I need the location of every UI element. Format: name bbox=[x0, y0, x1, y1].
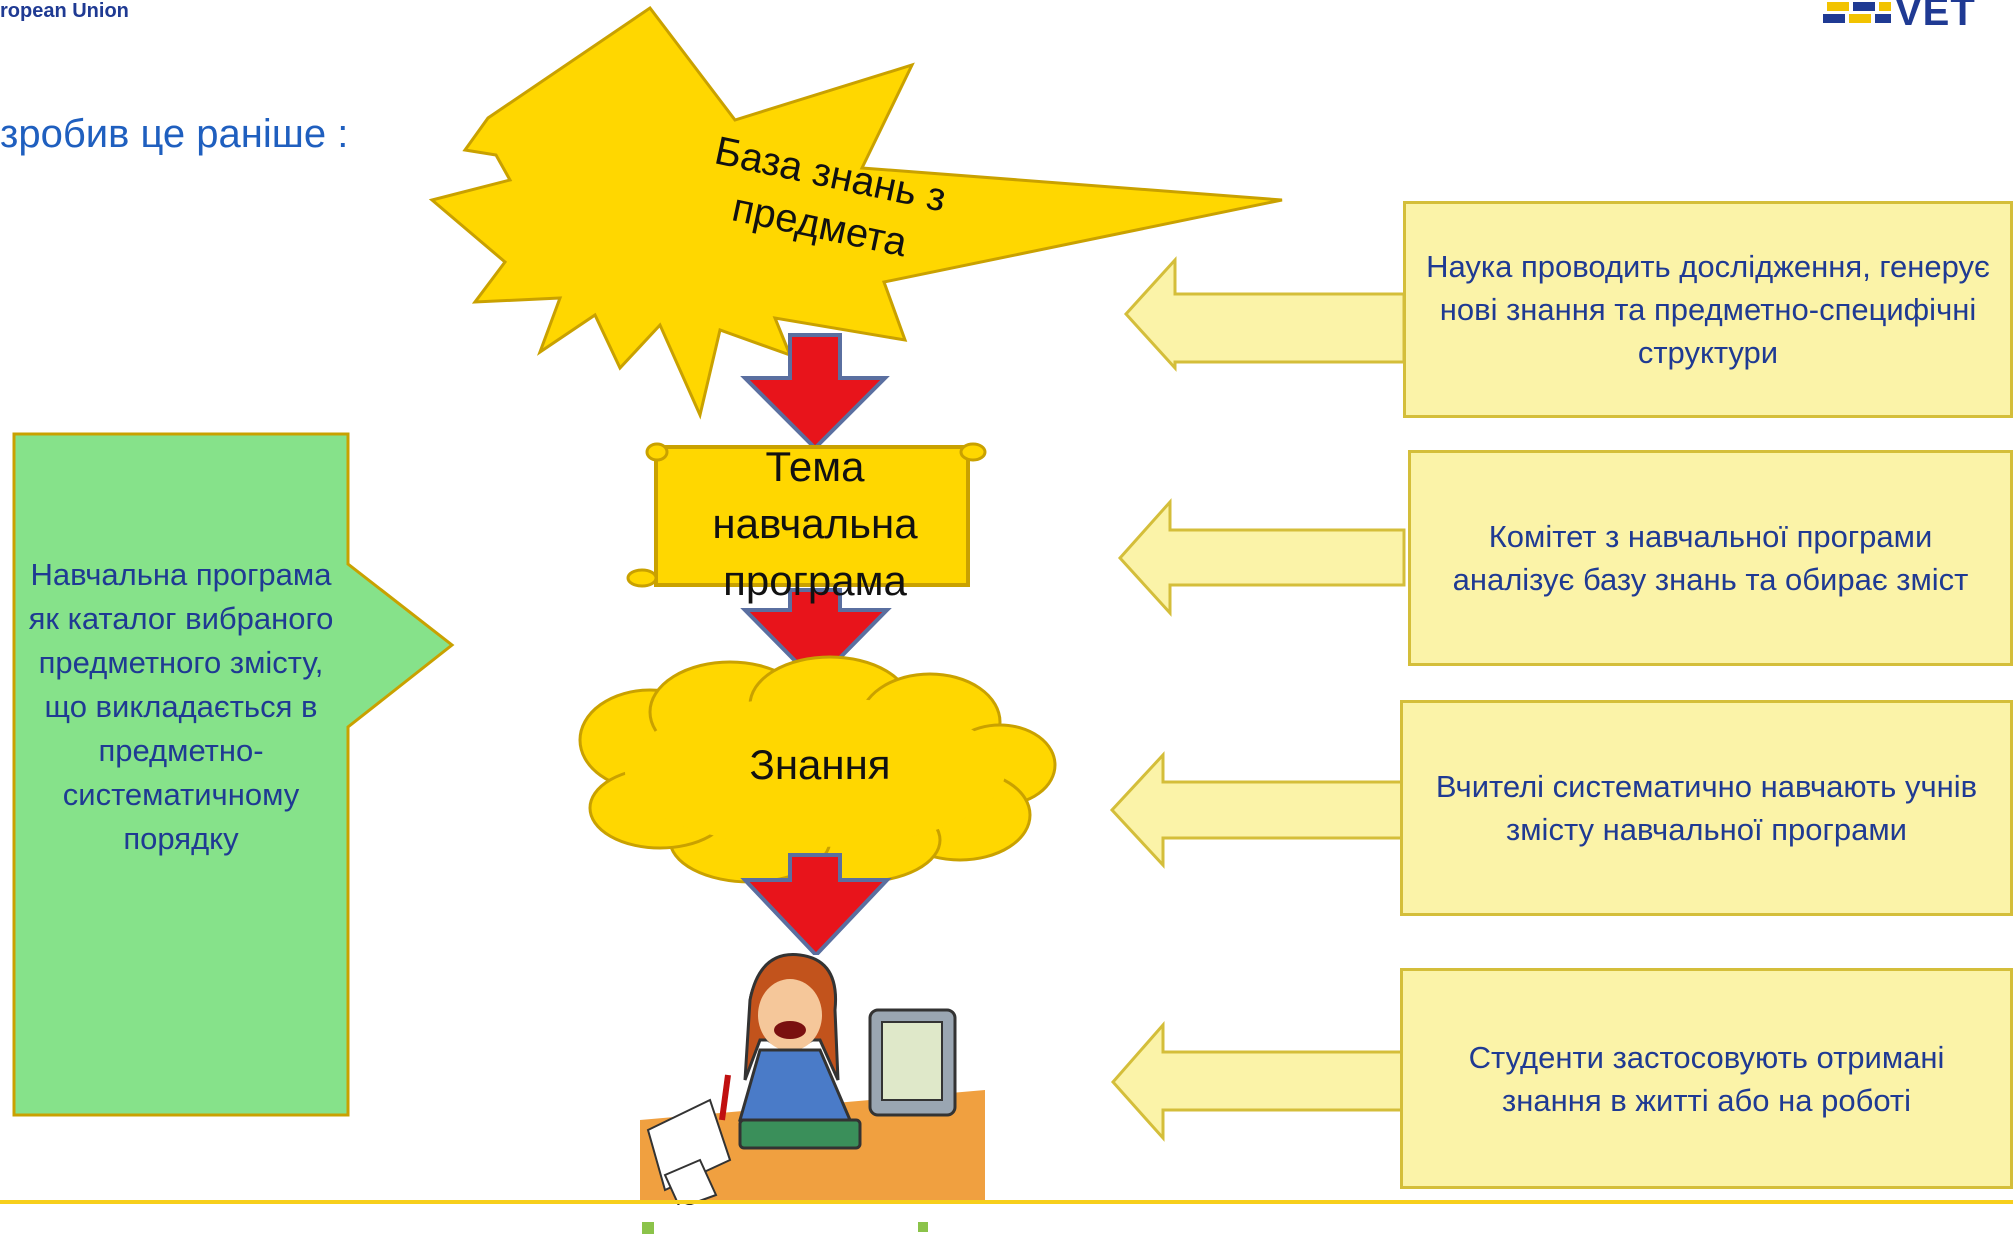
flow-arrow-1 bbox=[740, 333, 890, 451]
header-org-name: ropean Union bbox=[0, 0, 129, 22]
footer-divider bbox=[0, 1200, 2013, 1204]
logo-bars-icon bbox=[1823, 2, 1893, 24]
curriculum-callout-text: Навчальна програма як каталог вибраного … bbox=[28, 557, 334, 856]
curriculum-callout-shape bbox=[12, 432, 455, 1117]
left-arrow-1 bbox=[1123, 256, 1406, 372]
right-box-committee: Комітет з навчальної програми аналізує б… bbox=[1408, 450, 2013, 666]
right-box-science: Наука проводить дослідження, генерує нов… bbox=[1403, 201, 2013, 418]
knowledge-base-starburst bbox=[428, 5, 1283, 420]
left-arrow-4 bbox=[1110, 1021, 1404, 1142]
logo-text: VET bbox=[1895, 0, 1976, 34]
student-at-computer-illustration bbox=[640, 953, 985, 1243]
left-arrow-3 bbox=[1109, 751, 1404, 869]
topic-scroll bbox=[626, 442, 987, 588]
slide-subtitle: зробив це раніше : bbox=[0, 112, 349, 156]
vet-logo: VET bbox=[1823, 0, 2013, 34]
knowledge-cloud bbox=[578, 655, 1057, 884]
flow-arrow-2 bbox=[740, 588, 892, 685]
flow-arrow-3 bbox=[740, 853, 892, 958]
scroll-label: Тема навчальна програма bbox=[712, 443, 918, 604]
cloud-label: Знання bbox=[749, 741, 891, 788]
left-arrow-2 bbox=[1117, 498, 1406, 617]
right-box-students: Студенти застосовують отримані знання в … bbox=[1400, 968, 2013, 1189]
right-box-teachers: Вчителі систематично навчають учнів зміс… bbox=[1400, 700, 2013, 916]
